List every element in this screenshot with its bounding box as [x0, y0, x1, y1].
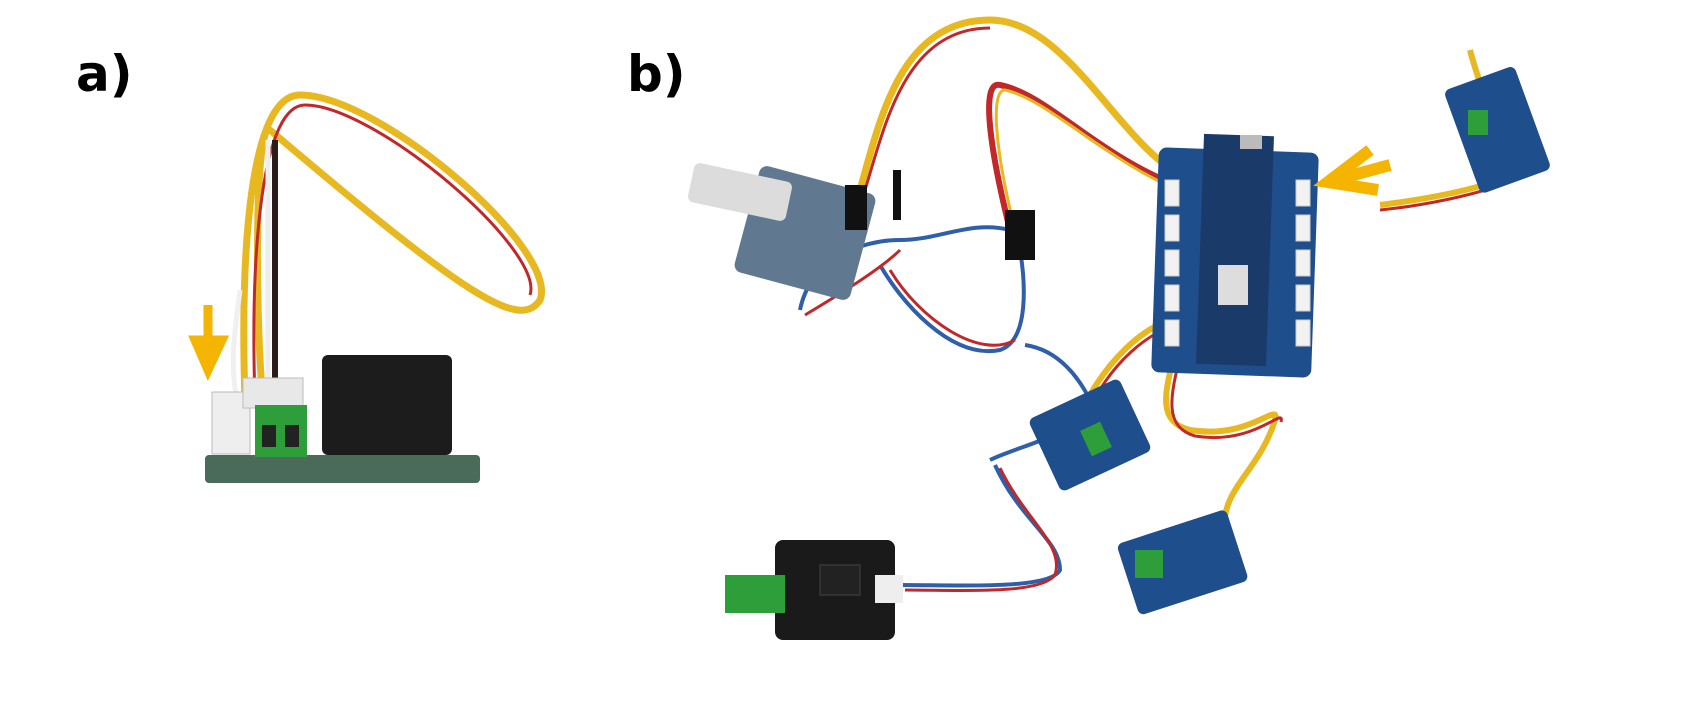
- green-terminal: [725, 575, 785, 613]
- arrow-icon: [1313, 145, 1392, 196]
- panel-label-a: a): [76, 45, 133, 103]
- panel-b-sensor-setup: [688, 16, 1550, 640]
- grove-module: [1445, 67, 1550, 193]
- wifi-module: [1218, 265, 1248, 305]
- panel-label-b: b): [627, 45, 686, 103]
- arduino-board: [1196, 133, 1274, 367]
- grove-module: [1117, 510, 1248, 615]
- pcb-board: [205, 455, 480, 483]
- arrow-icon: [188, 305, 230, 381]
- relay-block: [322, 355, 452, 455]
- bnc-connector: [688, 163, 792, 221]
- panel-a-relay-module: [188, 91, 546, 483]
